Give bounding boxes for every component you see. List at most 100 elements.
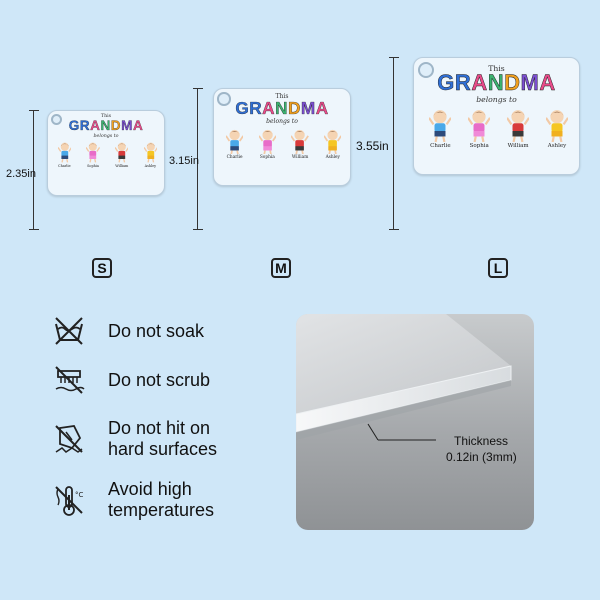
kid-name: Ashley [144, 163, 157, 168]
care-text-line: Do not hit on [108, 418, 211, 438]
keychain-title: GRANDMA [414, 70, 579, 96]
child-cartoon-icon [429, 109, 452, 142]
child-cartoon-icon [291, 129, 309, 155]
keychain-subtitle: belongs to [476, 95, 517, 105]
kid-figure: Charlie [226, 129, 244, 161]
child-cartoon-icon [545, 109, 568, 142]
child-cartoon-icon [143, 142, 158, 163]
kid-figure: Ashley [545, 109, 568, 149]
keychain-title-letter: A [539, 70, 556, 96]
keychain-title-letter: R [79, 118, 91, 134]
care-item-no-hit: Do not hit on hard surfaces [52, 418, 217, 460]
care-text-line: Avoid high [108, 479, 192, 499]
keychain-title-letter: A [471, 70, 488, 96]
svg-text:°C: °C [75, 491, 84, 499]
keychain-subtitle: belongs to [266, 118, 298, 126]
size-badge-s: S [92, 258, 112, 278]
size-badge-l: L [488, 258, 508, 278]
height-dimension-l [389, 57, 399, 230]
keychain-title-letter: A [132, 118, 144, 134]
key-ring-hole [217, 92, 231, 106]
kid-name: William [507, 142, 529, 149]
keychain-title-letter: M [300, 98, 316, 119]
care-text-line: Do not scrub [108, 369, 211, 390]
kid-name: Ashley [547, 142, 567, 149]
no-scrub-icon [55, 366, 85, 394]
keychain-title-letter: D [110, 118, 122, 134]
keychain-title: GRANDMA [48, 118, 164, 133]
kid-name: Charlie [226, 155, 243, 161]
height-label-m: 3.15in [169, 155, 199, 167]
keychain-title-letter: M [121, 118, 133, 134]
kid-figure: William [114, 142, 129, 168]
care-text-line: Do not soak [108, 320, 205, 341]
kid-name: Sophia [259, 155, 275, 161]
child-cartoon-icon [468, 109, 491, 142]
kid-name: Charlie [58, 163, 71, 168]
kid-figure: Ashley [324, 129, 342, 161]
keychain-title-letter: D [287, 98, 301, 119]
kid-figure: William [507, 109, 530, 149]
keychain-title-letter: M [520, 70, 540, 96]
keychain-title-letter: A [262, 98, 276, 119]
height-dimension-m [193, 88, 203, 230]
kid-figure: William [291, 129, 309, 161]
child-cartoon-icon [57, 142, 72, 163]
keychain-title-letter: R [249, 98, 263, 119]
no-heat-icon: °C [55, 486, 84, 516]
thickness-value: 0.12in (3mm) [446, 450, 517, 464]
size-badge-m: M [271, 258, 291, 278]
key-ring-hole [418, 62, 435, 79]
height-dimension-s [29, 110, 39, 230]
kid-name: William [115, 163, 129, 168]
care-item-no-soak: Do not soak [52, 314, 204, 348]
child-cartoon-icon [86, 142, 100, 163]
kid-figure: Sophia [258, 129, 276, 161]
keychain-title-letter: N [100, 118, 111, 134]
height-label-l: 3.55in [356, 139, 389, 153]
kid-figure: Charlie [429, 109, 452, 149]
child-cartoon-icon [114, 142, 129, 163]
keychain-title-letter: G [235, 98, 250, 119]
acrylic-thickness-photo: Thickness 0.12in (3mm) [296, 314, 534, 530]
keychain-this-text: This [275, 93, 289, 101]
keychain-title-letter: N [487, 70, 505, 96]
kid-figure: Sophia [86, 142, 100, 168]
keychain-title-letter: R [454, 70, 472, 96]
keychain-title-letter: N [275, 98, 288, 119]
kid-figure: Ashley [143, 142, 158, 168]
keychain-this-text: This [100, 114, 112, 120]
kid-name: Ashley [325, 155, 340, 161]
keychain-title-letter: G [437, 70, 455, 96]
kid-figure: Charlie [57, 142, 72, 168]
no-soak-icon [55, 317, 83, 345]
kid-name: Charlie [430, 142, 451, 149]
kid-name: William [291, 155, 309, 161]
child-cartoon-icon [507, 109, 530, 142]
care-text-line: temperatures [108, 500, 215, 520]
thickness-label: Thickness [454, 434, 509, 448]
kid-name: Sophia [87, 163, 99, 168]
care-item-no-heat: °C Avoid high temperatures [52, 479, 214, 521]
care-text-line: hard surfaces [108, 439, 218, 459]
keychain-title-letter: D [504, 70, 521, 96]
keychain-kids: Charlie Sophia William Ashley [57, 142, 158, 168]
keychain-title-letter: G [68, 118, 80, 134]
care-item-no-scrub: Do not scrub [52, 363, 210, 397]
kid-figure: Sophia [468, 109, 491, 149]
child-cartoon-icon [324, 129, 342, 155]
keychain-title: GRANDMA [214, 98, 350, 119]
child-cartoon-icon [258, 129, 276, 155]
keychain-title-letter: A [315, 98, 329, 119]
keychain-kids: Charlie Sophia William Ashley [226, 129, 342, 161]
keychain-title-letter: A [90, 118, 101, 134]
height-label-s: 2.35in [6, 168, 36, 180]
acrylic-sheet-illustration [296, 314, 512, 441]
keychain-this-text: This [488, 63, 505, 73]
no-hit-icon [55, 425, 83, 453]
keychain-subtitle: belongs to [93, 134, 119, 140]
